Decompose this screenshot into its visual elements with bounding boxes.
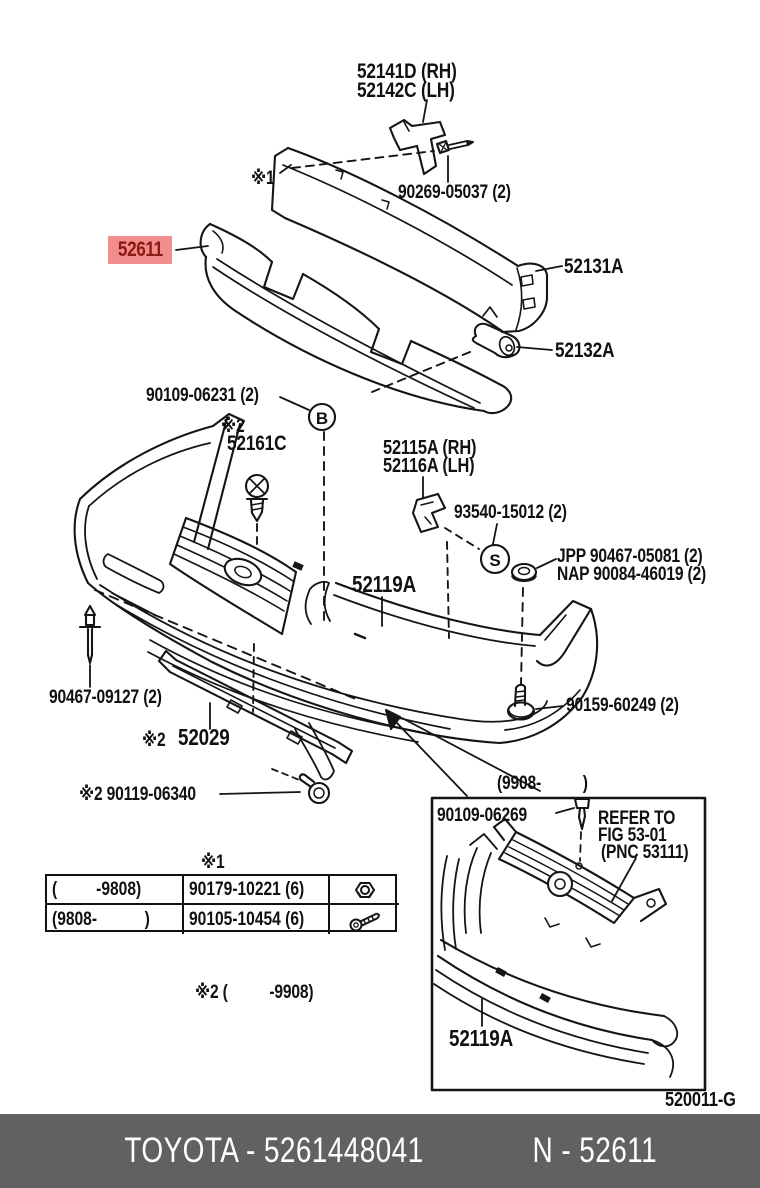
footer-part-number: N - 52611 [532, 1131, 658, 1170]
reinforcement-drawing [270, 146, 563, 334]
bracket-drawing [388, 99, 447, 176]
inset-pointer [384, 708, 541, 797]
s-symbol-letter: S [489, 551, 500, 570]
part-number-value: 90105-10454 (6) [189, 908, 305, 930]
callout-clip-rh: 52115A (RH) [383, 437, 477, 459]
callout-clip-93540: 93540-15012 (2) [454, 502, 567, 523]
note2-period-label: ※2 ( -9908) [195, 982, 314, 1003]
callout-inset-screw: 90109-06269 [437, 805, 528, 826]
b-symbol-letter: B [316, 409, 328, 428]
substitution-table: ( -9808) 90179-10221 (6) (9808- ) 90105-… [45, 874, 399, 934]
absorber-drawing [175, 222, 513, 415]
clip-drawing [411, 476, 480, 639]
screw-90269-drawing [435, 139, 475, 183]
diagram-line-art: B S [73, 99, 707, 1092]
callout-nut-jpp: JPP 90467-05081 (2) [557, 546, 703, 567]
retainer-drawing [157, 649, 354, 782]
callout-bolt-90119: ※2 90119-06340 [79, 784, 196, 805]
table-row-icon [330, 905, 399, 934]
inset-period-label: (9908- ) [497, 773, 588, 794]
refer-note-line2: FIG 53-01 [598, 825, 667, 846]
note1-marker: ※1 [251, 168, 275, 189]
figure-code: 520011-G [665, 1089, 736, 1111]
symbol-s: S [479, 523, 511, 575]
note2-marker-grille-screw: ※2 [221, 416, 245, 437]
callout-bolt-90159: 90159-60249 (2) [566, 695, 679, 716]
refer-note-line3: (PNC 53111) [601, 842, 689, 863]
callout-bumper-cover: 52119A [352, 571, 417, 597]
footer-brand-part: TOYOTA - 5261448041 [124, 1131, 424, 1170]
callout-grille-screw: 52161C [227, 432, 287, 455]
callout-screw-90467-09127: 90467-09127 (2) [49, 687, 162, 708]
highlighted-part-52611[interactable]: 52611 [108, 236, 172, 264]
callout-reinforcement: 52131A [564, 255, 624, 278]
callout-screw-90269: 90269-05037 (2) [398, 182, 511, 203]
footer-bar: TOYOTA - 5261448041 N - 52611 [0, 1114, 760, 1188]
bolt-icon [349, 912, 380, 931]
callout-retainer: 52029 [178, 724, 230, 750]
table-row-part: 90105-10454 (6) [184, 905, 330, 934]
spacer-drawing [371, 322, 553, 393]
table-row-period: ( -9808) [47, 876, 184, 905]
note2-marker-retainer: ※2 [142, 730, 166, 751]
callout-inset-bumper: 52119A [449, 1025, 514, 1051]
refer-note-line1: REFER TO [598, 808, 676, 829]
bolt-90119-drawing [219, 773, 331, 805]
screw-90467-drawing [78, 604, 102, 688]
grille-screw-drawing [244, 473, 270, 713]
nut-icon [354, 881, 375, 898]
callout-screw-90109-06231: 90109-06231 (2) [146, 385, 259, 406]
table-row-part: 90179-10221 (6) [184, 876, 330, 905]
table-header-marker: ※1 [201, 852, 225, 873]
note1-tick [279, 164, 292, 174]
table-row-icon [330, 876, 399, 905]
callout-nut-nap: NAP 90084-46019 (2) [557, 564, 707, 585]
callout-spacer: 52132A [555, 339, 615, 362]
highlighted-part-label: 52611 [117, 238, 163, 261]
callout-bracket-rh: 52141D (RH) [357, 60, 457, 83]
period-value: (9808- ) [52, 908, 150, 930]
part-number-value: 90179-10221 (6) [189, 878, 305, 900]
assembly-dash-top [291, 150, 435, 169]
inset-box [430, 796, 707, 1092]
symbol-b: B [279, 396, 337, 623]
bolt-90159-drawing [506, 683, 564, 721]
table-row-period: (9808- ) [47, 905, 184, 934]
nut-drawing [510, 558, 557, 686]
period-value: ( -9808) [52, 878, 142, 900]
callout-bracket-lh: 52142C (LH) [357, 79, 455, 102]
callout-clip-lh: 52116A (LH) [383, 455, 475, 477]
